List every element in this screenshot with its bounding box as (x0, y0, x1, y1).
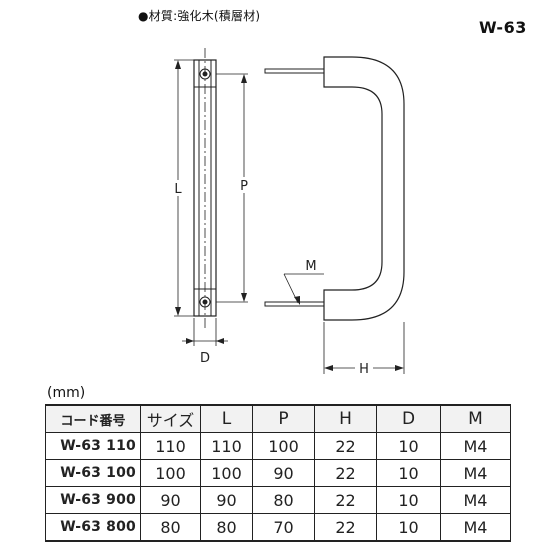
cell-size: 90 (140, 486, 201, 514)
screw-top (264, 68, 325, 74)
label-L: L (174, 182, 182, 197)
cell-L: 90 (200, 486, 253, 514)
handle-side-view (323, 56, 405, 321)
cell-P: 80 (252, 486, 315, 514)
cell-code: W-63 100 (45, 459, 141, 487)
cell-M: M4 (440, 459, 511, 487)
screw-bottom (264, 301, 325, 307)
cell-L: 80 (200, 513, 253, 542)
cell-H: 22 (314, 432, 377, 460)
cell-M: M4 (440, 432, 511, 460)
cell-L: 100 (200, 459, 253, 487)
table-row: W-63 110 110 110 100 22 10 M4 (45, 432, 511, 460)
cell-D: 10 (376, 486, 441, 514)
cell-P: 90 (252, 459, 315, 487)
cell-code: W-63 800 (45, 513, 141, 542)
label-H: H (359, 362, 369, 377)
cell-D: 10 (376, 432, 441, 460)
cell-size: 80 (140, 513, 201, 542)
header-code: コード番号 (45, 404, 141, 433)
material-note: ●材質:強化木(積層材) (138, 9, 261, 23)
header-D: D (376, 404, 441, 433)
unit-label: (mm) (47, 385, 86, 401)
product-code: W-63 (479, 18, 527, 37)
header-P: P (252, 404, 315, 433)
header-H: H (314, 404, 377, 433)
cell-M: M4 (440, 513, 511, 542)
cell-D: 10 (376, 459, 441, 487)
cell-code: W-63 110 (45, 432, 141, 460)
cell-P: 100 (252, 432, 315, 460)
cell-size: 110 (140, 432, 201, 460)
label-M: M (305, 259, 316, 274)
cell-M: M4 (440, 486, 511, 514)
label-D: D (200, 351, 210, 366)
table-row: W-63 800 80 80 70 22 10 M4 (45, 513, 511, 542)
header-size: サイズ (140, 404, 201, 433)
technical-drawing: L P D H M (174, 48, 405, 377)
table-header-row: コード番号 サイズ L P H D M (45, 404, 511, 433)
cell-P: 70 (252, 513, 315, 542)
cell-H: 22 (314, 513, 377, 542)
spec-table: コード番号 サイズ L P H D M W-63 110 110 110 100… (45, 404, 511, 542)
cell-D: 10 (376, 513, 441, 542)
header-L: L (200, 404, 253, 433)
table-row: W-63 100 100 100 90 22 10 M4 (45, 459, 511, 487)
table-row: W-63 900 90 90 80 22 10 M4 (45, 486, 511, 514)
cell-H: 22 (314, 486, 377, 514)
label-P: P (240, 179, 248, 194)
header-M: M (440, 404, 511, 433)
cell-L: 110 (200, 432, 253, 460)
cell-H: 22 (314, 459, 377, 487)
cell-size: 100 (140, 459, 201, 487)
cell-code: W-63 900 (45, 486, 141, 514)
